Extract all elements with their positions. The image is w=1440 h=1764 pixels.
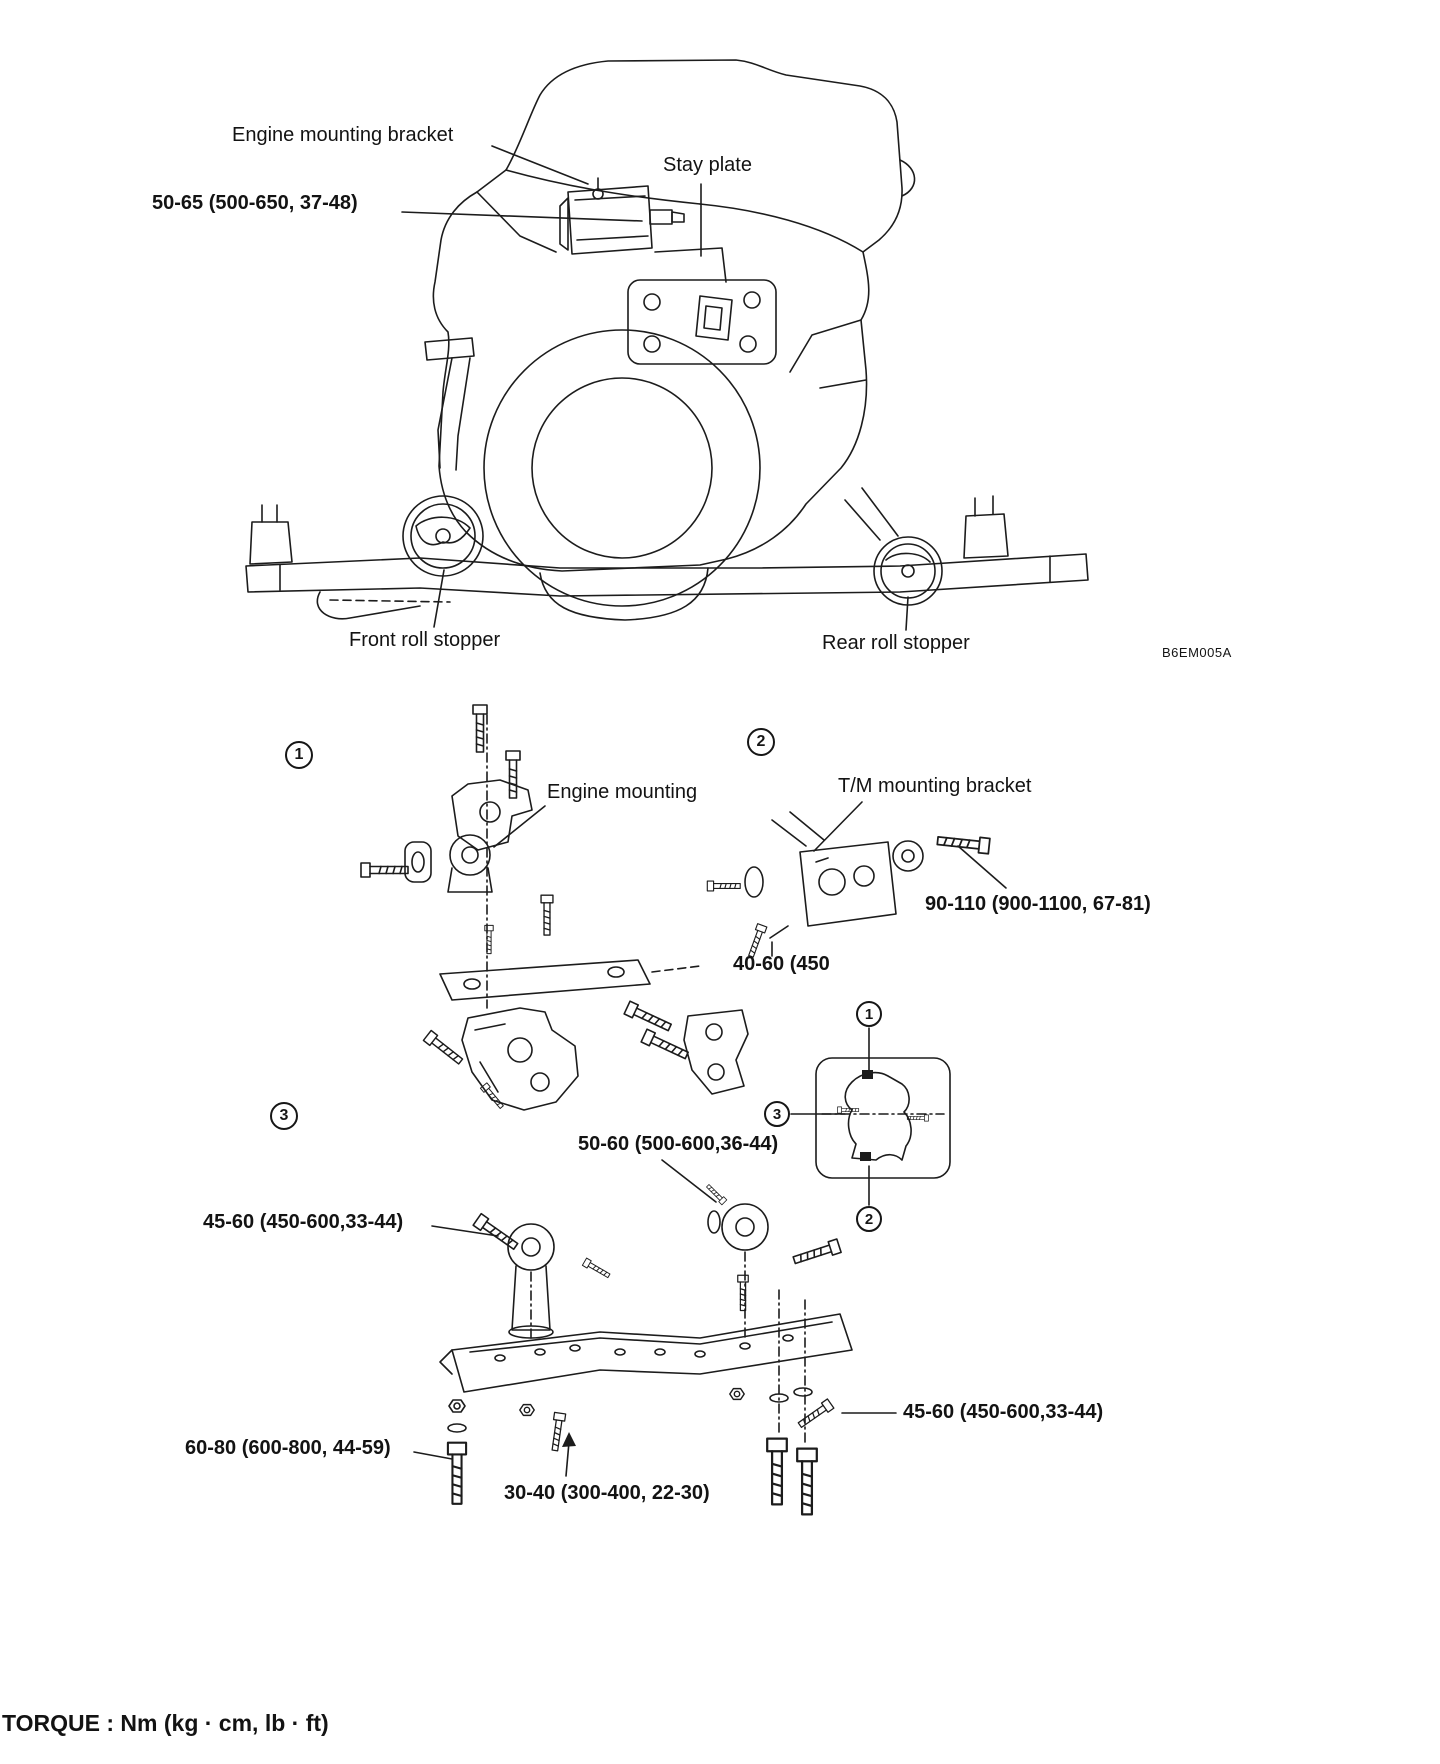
front-roll-stopper-label: Front roll stopper [349,629,501,651]
inset-callout-2: 2 [856,1206,882,1232]
exploded-view-3-crossmember [439,1182,853,1516]
leader-lines [401,145,1007,1477]
inset-callout-1: 1 [856,1001,882,1027]
location-inset-drawing [815,1057,951,1179]
callout-1: 1 [285,741,313,769]
exploded-view-2-tm-mounting [706,811,991,959]
exploded-view-1-engine-mounting [360,704,749,1111]
torque-front-stopper-bolt: 45-60 (450-600,33-44) [203,1211,404,1233]
engine-mounting-label: Engine mounting [547,781,698,803]
rear-roll-stopper-label: Rear roll stopper [822,632,970,654]
torque-rear-stopper-bolt: 50-60 (500-600,36-44) [578,1133,779,1155]
engine-side-view-drawing [245,59,1089,621]
torque-engine-mounting-bracket: 50-65 (500-650, 37-48) [152,192,358,214]
engine-mounting-bracket-drawing [559,177,685,255]
torque-units-note: TORQUE : Nm (kg · cm, lb · ft) [2,1710,329,1736]
torque-tm-through-bolt: 90-110 (900-1100, 67-81) [925,893,1151,915]
inset-callout-3: 3 [764,1101,790,1127]
torque-crossmember-center-bolt: 30-40 (300-400, 22-30) [504,1482,710,1504]
stay-plate-drawing [627,247,777,365]
tm-mounting-bracket-label: T/M mounting bracket [838,775,1032,797]
callout-3: 3 [270,1102,298,1130]
engine-mounting-bracket-label: Engine mounting bracket [232,124,454,146]
torque-crossmember-front-bolt: 60-80 (600-800, 44-59) [185,1437,391,1459]
figure-ref-code: B6EM005A [1162,645,1232,660]
callout-2: 2 [747,728,775,756]
stay-plate-label: Stay plate [663,154,752,176]
torque-tm-bracket-partial: 40-60 (450 [733,953,830,975]
crossmember-drawing [245,495,1089,620]
torque-crossmember-rear-bolt: 45-60 (450-600,33-44) [903,1401,1104,1423]
rear-roll-stopper-drawing [873,536,943,606]
